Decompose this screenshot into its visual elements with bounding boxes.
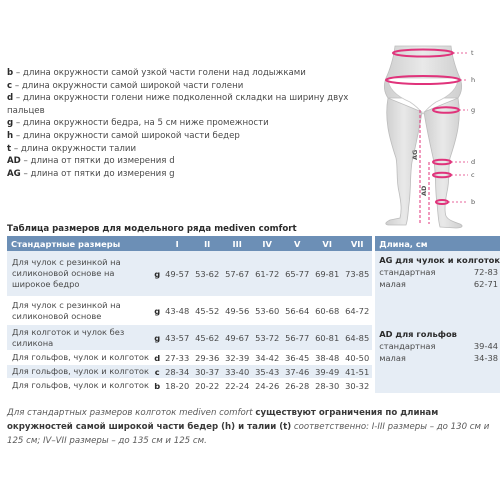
label-t: t	[471, 49, 474, 57]
footnote: Для стандартных размеров колготок medive…	[7, 408, 490, 446]
legend-item-h: h – длина окружности самой широкой части…	[7, 130, 240, 141]
legend-item-g: g – длина окружности бедра, на 5 см ниже…	[7, 118, 269, 129]
measurement-legend: b – длина окружности самой узкой части г…	[7, 67, 377, 180]
legend-item-d: d – длина окружности голени ниже подколе…	[7, 93, 349, 116]
figure-briefs	[387, 77, 459, 115]
header-size-1: I	[162, 236, 193, 251]
label-h: h	[471, 76, 475, 84]
header-length: Длина, см	[375, 236, 500, 251]
table-header-row: Стандартные размеры I II III IV V VI VII…	[7, 236, 500, 251]
header-size-3: III	[222, 236, 253, 251]
header-standard-sizes: Стандартные размеры	[7, 236, 163, 251]
header-size-5: V	[282, 236, 313, 251]
table-row: Для чулок с резинкой на силиконовой осно…	[7, 251, 500, 325]
table-row: Для колготок и чулок без силикона g 43-5…	[7, 325, 500, 393]
table-row: Для гольфов, чулок и колготок c 28-34 30…	[7, 365, 500, 379]
table-row: Для гольфов, чулок и колготок d 27-33 29…	[7, 351, 500, 365]
size-table: Стандартные размеры I II III IV V VI VII…	[7, 236, 500, 393]
label-ag: AG	[411, 150, 419, 160]
body-measurement-figure: t h g d c b AG AD	[383, 45, 475, 229]
label-ad: AD	[420, 185, 428, 196]
label-b: b	[471, 198, 475, 206]
table-row: Для чулок с резинкой на силиконовой осно…	[7, 297, 500, 325]
table-title: Таблица размеров для модельного ряда med…	[7, 224, 297, 234]
figure-right-leg	[423, 97, 463, 229]
table-row: Для гольфов, чулок и колготок b 18-20 20…	[7, 379, 500, 393]
label-d: d	[471, 158, 475, 166]
legend-item-c: c – длина окружности самой широкой части…	[7, 80, 244, 91]
header-size-6: VI	[312, 236, 343, 251]
legend-item-t: t – длина окружности талии	[7, 143, 137, 154]
legend-item-ad: AD – длина от пятки до измерения d	[7, 156, 175, 167]
header-size-4: IV	[252, 236, 283, 251]
label-c: c	[471, 171, 475, 179]
label-g: g	[471, 106, 475, 114]
measure-guides	[448, 52, 468, 203]
legend-item-ag: AG – длина от пятки до измерения g	[7, 168, 175, 179]
legend-item-b: b – длина окружности самой узкой части г…	[7, 68, 306, 78]
figure-left-leg	[385, 97, 423, 226]
header-size-2: II	[192, 236, 223, 251]
header-size-7: VII	[342, 236, 373, 251]
